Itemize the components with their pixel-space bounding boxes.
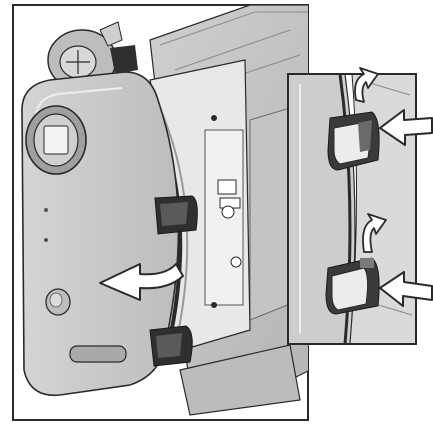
base-plate [179,344,301,416]
lower-latch [149,325,193,367]
inner-board [204,129,244,306]
curved-up-arrow-icon-lower [362,213,387,253]
lower-latch-face [156,333,182,358]
eyepiece-lens [43,125,69,155]
right-arrow-icon-lower [379,271,433,307]
dial-dark-band [110,45,138,74]
chassis-rib-1 [174,29,291,71]
inset-panel-frame [287,73,417,345]
inset-upper-latch [327,111,380,171]
inset-panel [287,67,433,345]
upper-latch-face [160,202,188,226]
inner-hole-1 [211,115,217,121]
door-bottom-slot [69,345,127,363]
inset-lower-latch-face [331,267,369,311]
inner-connector-1 [217,179,237,195]
inset-lower-latch [325,257,380,315]
door-screw-2 [44,238,48,242]
left-curved-arrow-icon [99,263,184,301]
dial-cross [66,50,90,74]
inset-upper-latch-shade [358,120,372,152]
eyepiece [25,105,87,175]
curved-up-arrow-icon-upper [354,67,379,103]
dial-tab [99,21,123,47]
inner-screw-1 [221,205,235,219]
inner-screw-2 [230,256,242,268]
right-arrow-icon-upper [379,109,433,146]
inset-lower-latch-grip [360,258,374,268]
main-panel [12,4,309,421]
door-screw-1 [44,208,48,212]
chassis-edge [159,11,308,46]
door-knob-cap [49,292,63,308]
inner-hole-2 [211,302,217,308]
upper-latch [154,195,198,235]
